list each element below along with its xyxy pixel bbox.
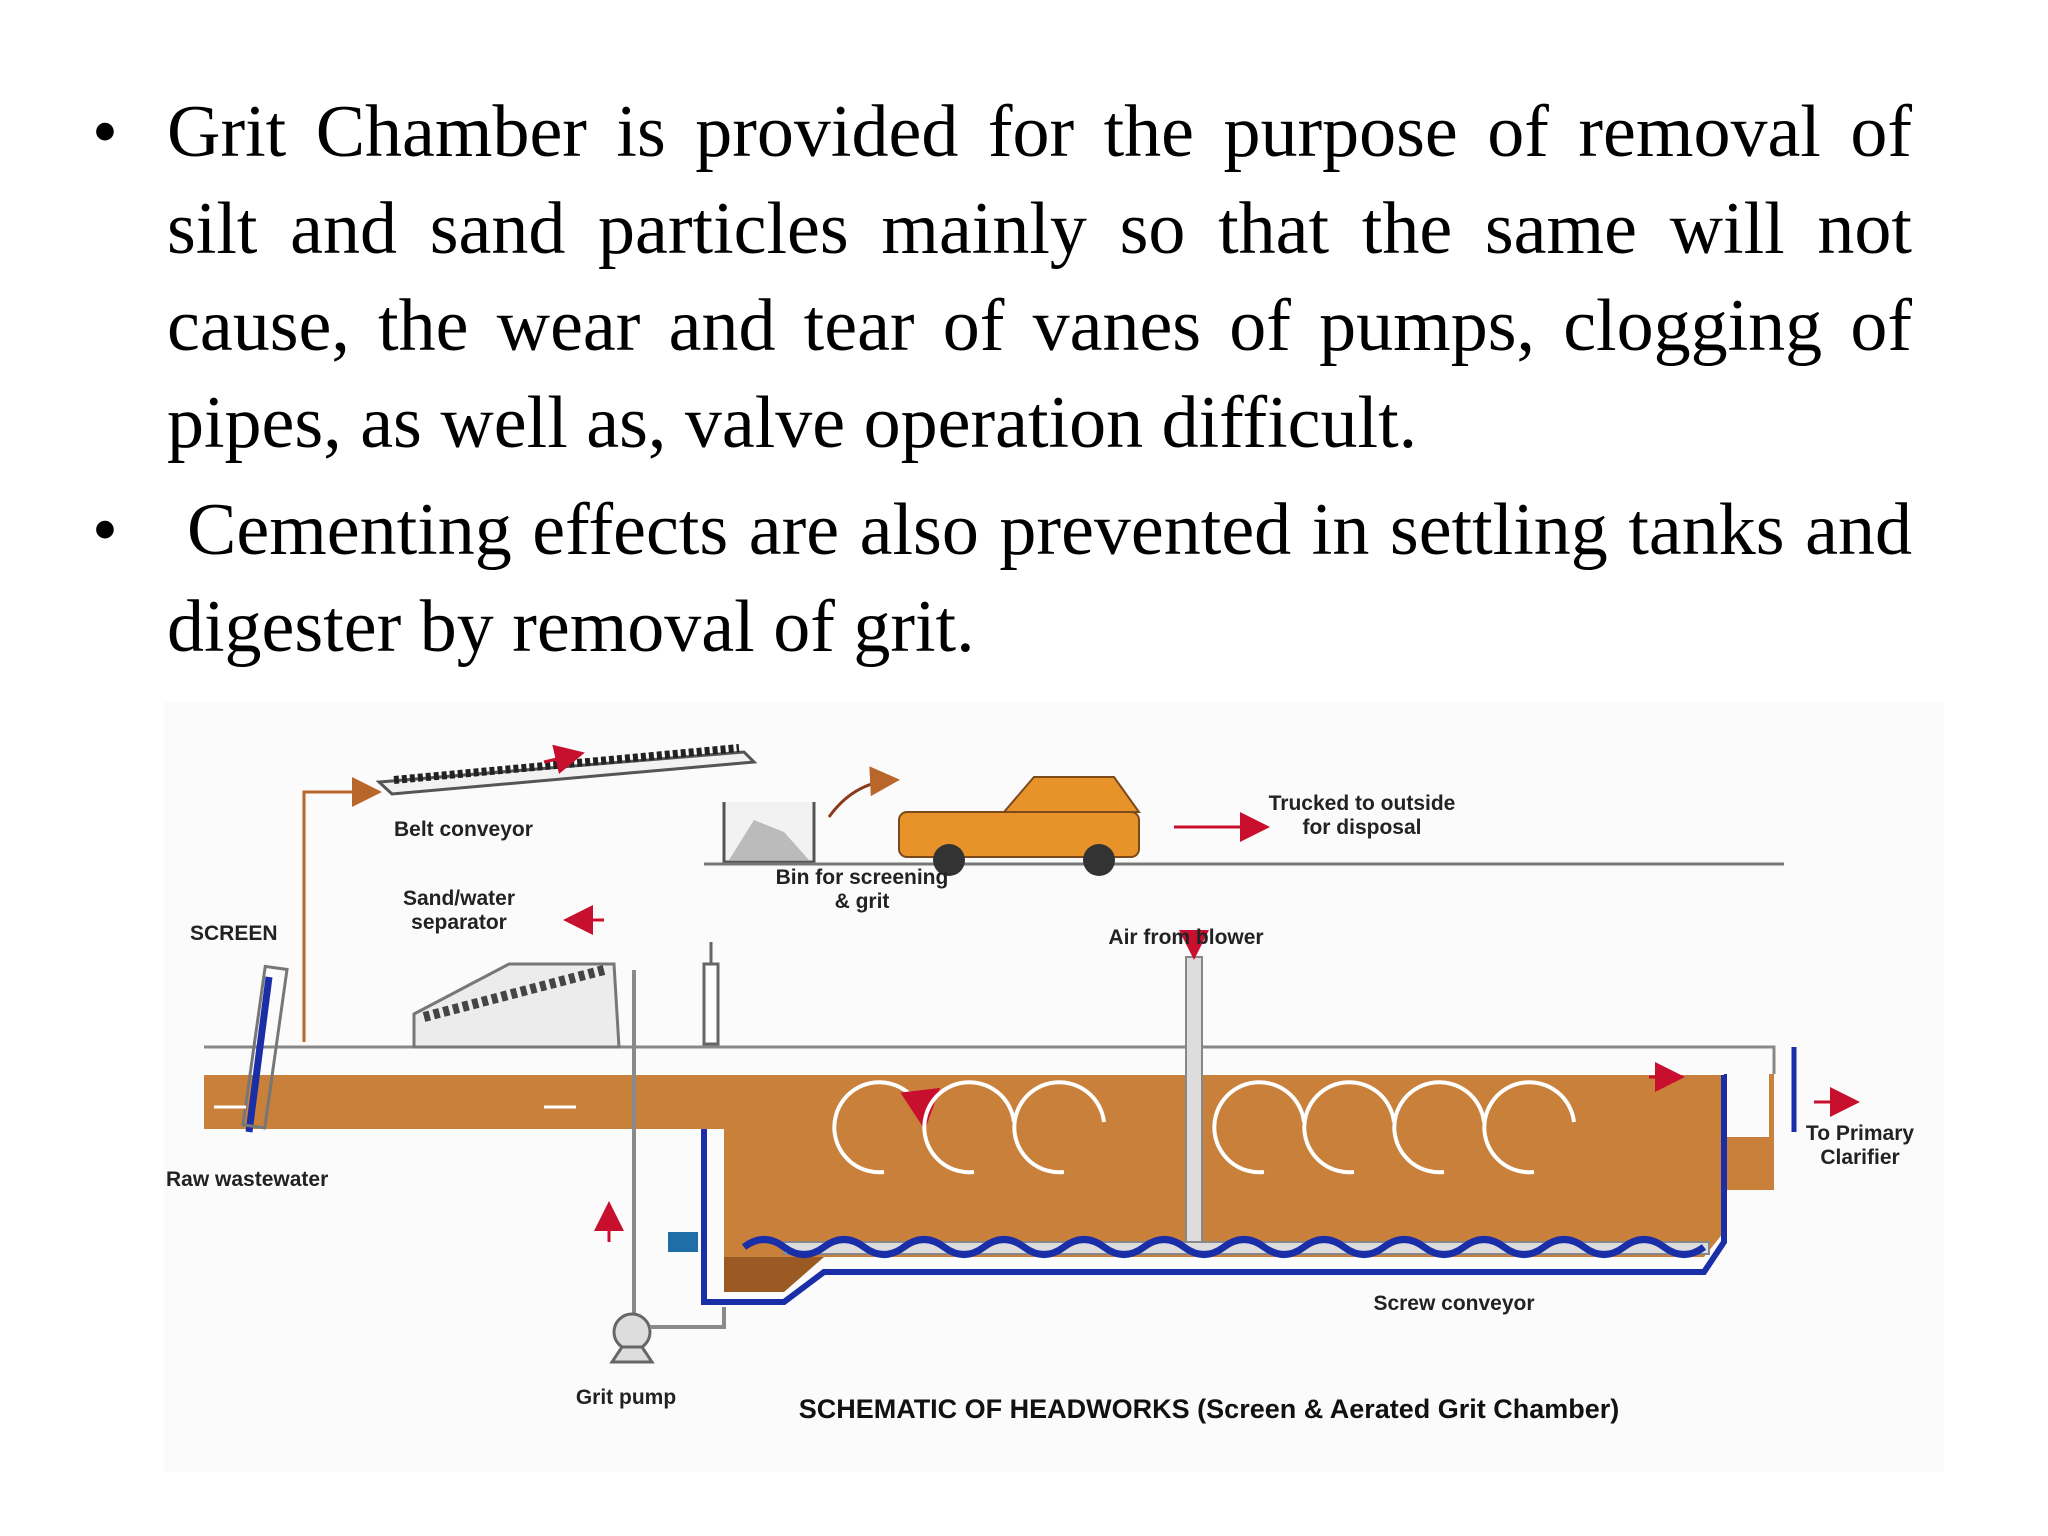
label-primary-line1: To Primary	[1806, 1122, 1914, 1145]
circulation-arrow	[832, 1080, 941, 1175]
circulation-arrow	[1482, 1080, 1576, 1175]
label-trucked-line2: for disposal	[1302, 816, 1421, 839]
aerated-tank-water	[694, 1074, 1774, 1292]
screw-conveyor	[741, 1236, 1707, 1258]
conveyor-feed-line	[302, 777, 382, 1042]
separator-unit	[412, 962, 621, 1049]
bullet-text: Cementing effects are also prevented in …	[167, 489, 1912, 668]
circulation-arrow	[922, 1080, 1016, 1175]
transfer-arrow	[827, 766, 900, 818]
screen-frame	[241, 964, 289, 1130]
bin-contents	[729, 820, 809, 860]
circulation-arrow	[1392, 1080, 1486, 1175]
label-trucked-line1: Trucked to outside	[1269, 792, 1456, 815]
belt-direction-arrow	[543, 744, 585, 774]
grit-pump	[612, 1312, 652, 1352]
tank-outline	[204, 1045, 1776, 1074]
pump-suction-line	[650, 1307, 726, 1329]
bullet-list: • Grit Chamber is provided for the purpo…	[82, 84, 1912, 686]
label-screw-conveyor: Screw conveyor	[1373, 1292, 1534, 1315]
bullet-item: • Cementing effects are also prevented i…	[82, 482, 1912, 676]
bullet-item: • Grit Chamber is provided for the purpo…	[82, 84, 1912, 472]
label-separator-line2: separator	[411, 911, 507, 934]
headworks-schematic: Belt conveyor Bin for screening & grit T…	[166, 744, 1914, 1424]
label-primary-line2: Clarifier	[1820, 1146, 1899, 1169]
label-bin-line1: Bin for screening	[776, 866, 949, 889]
grit-pump-base	[609, 1345, 655, 1364]
tank-wall	[701, 1074, 1727, 1305]
bullet-marker: •	[92, 489, 118, 571]
air-header-pipe	[1185, 956, 1203, 1248]
screen-bar	[245, 976, 273, 1133]
label-separator-line1: Sand/water	[403, 887, 515, 910]
gate	[702, 962, 720, 1046]
label-bin-line2: & grit	[835, 890, 890, 913]
label-raw-wastewater: Raw wastewater	[166, 1168, 328, 1191]
separator-auger	[422, 965, 606, 1022]
circulation-arrow	[1212, 1080, 1306, 1175]
drive-motor	[668, 1232, 698, 1252]
label-grit-pump: Grit pump	[576, 1386, 676, 1409]
circulation-arrow	[1302, 1080, 1396, 1175]
bullet-marker: •	[92, 91, 118, 173]
disposal-truck	[898, 776, 1141, 876]
bullet-text: Grit Chamber is provided for the purpose…	[167, 91, 1912, 464]
label-screen: SCREEN	[190, 922, 278, 945]
label-air: Air from blower	[1108, 926, 1263, 949]
grit-hopper	[724, 1257, 824, 1292]
diagram-caption: SCHEMATIC OF HEADWORKS (Screen & Aerated…	[799, 1394, 1620, 1424]
channel-water	[204, 1074, 734, 1129]
circulation-arrow	[1012, 1080, 1106, 1175]
label-belt-conveyor: Belt conveyor	[394, 818, 533, 841]
